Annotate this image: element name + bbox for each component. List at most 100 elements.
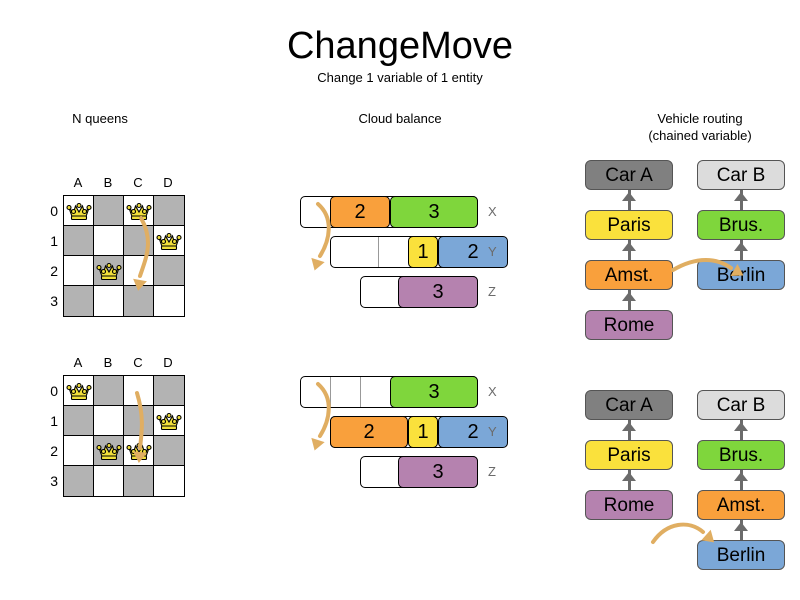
- board-cell-B3[interactable]: [94, 466, 124, 496]
- cloud-computer-label-X: X: [488, 204, 497, 219]
- board-cell-D3[interactable]: [154, 286, 184, 316]
- route-link-arrowhead-icon: [622, 292, 636, 301]
- route-link-arrowhead-icon: [622, 192, 636, 201]
- route-node-carb[interactable]: Car B: [697, 160, 785, 190]
- capacity-divider-X-1: [360, 377, 361, 407]
- board-cell-A1[interactable]: [64, 406, 94, 436]
- queen-piece-C2[interactable]: [126, 441, 152, 463]
- queen-piece-D1[interactable]: [156, 411, 182, 433]
- capacity-divider-Y-0: [378, 237, 379, 267]
- route-node-brus[interactable]: Brus.: [697, 210, 785, 240]
- cloud-computer-label-Y: Y: [488, 424, 497, 439]
- board-cell-A2[interactable]: [64, 256, 94, 286]
- board-cell-B3[interactable]: [94, 286, 124, 316]
- route-node-cara[interactable]: Car A: [585, 390, 673, 420]
- board-column-label-A: A: [73, 355, 83, 370]
- queen-piece-D1[interactable]: [156, 231, 182, 253]
- board-row-label-1: 1: [50, 233, 58, 249]
- cloud-process-Y-2[interactable]: 2: [438, 416, 508, 448]
- section-title-vehicle-routing: Vehicle routing (chained variable): [600, 110, 800, 144]
- board-cell-A2[interactable]: [64, 436, 94, 466]
- cloud-process-X-1[interactable]: 3: [390, 196, 478, 228]
- route-node-cara[interactable]: Car A: [585, 160, 673, 190]
- board-column-label-B: B: [103, 355, 113, 370]
- route-link-arrowhead-icon: [734, 522, 748, 531]
- route-node-paris[interactable]: Paris: [585, 210, 673, 240]
- board-cell-D0[interactable]: [154, 196, 184, 226]
- route-node-rome[interactable]: Rome: [585, 490, 673, 520]
- board-grid: [63, 375, 185, 497]
- board-cell-C2[interactable]: [124, 256, 154, 286]
- cloud-process-Y-1[interactable]: 1: [408, 416, 438, 448]
- route-link-arrowhead-icon: [734, 472, 748, 481]
- queen-piece-B2[interactable]: [96, 261, 122, 283]
- cloud-computer-label-Z: Z: [488, 464, 496, 479]
- board-row-label-0: 0: [50, 203, 58, 219]
- board-cell-D2[interactable]: [154, 256, 184, 286]
- cloud-process-X-0[interactable]: 3: [390, 376, 478, 408]
- queen-piece-A0[interactable]: [66, 201, 92, 223]
- route-node-rome[interactable]: Rome: [585, 310, 673, 340]
- section-title-vehicle-routing-line1: Vehicle routing: [657, 111, 743, 126]
- board-row-label-3: 3: [50, 473, 58, 489]
- board-column-label-A: A: [73, 175, 83, 190]
- route-link-arrowhead-icon: [734, 242, 748, 251]
- route-node-berlin[interactable]: Berlin: [697, 540, 785, 570]
- board-cell-B1[interactable]: [94, 226, 124, 256]
- board-column-label-D: D: [163, 355, 173, 370]
- board-cell-B0[interactable]: [94, 376, 124, 406]
- route-node-amst[interactable]: Amst.: [697, 490, 785, 520]
- route-link-arrowhead-icon: [622, 422, 636, 431]
- section-title-vehicle-routing-line2: (chained variable): [648, 128, 752, 143]
- route-link-arrowhead-icon: [734, 422, 748, 431]
- board-cell-D2[interactable]: [154, 436, 184, 466]
- cloud-process-Y-0[interactable]: 1: [408, 236, 438, 268]
- cloud-computer-label-Y: Y: [488, 244, 497, 259]
- board-cell-D0[interactable]: [154, 376, 184, 406]
- board-cell-D3[interactable]: [154, 466, 184, 496]
- board-cell-C0[interactable]: [124, 376, 154, 406]
- board-cell-A3[interactable]: [64, 286, 94, 316]
- route-node-paris[interactable]: Paris: [585, 440, 673, 470]
- section-title-cloud-balance: Cloud balance: [358, 111, 442, 126]
- page-title: ChangeMove: [286, 25, 514, 67]
- board-column-label-C: C: [133, 175, 143, 190]
- board-cell-B1[interactable]: [94, 406, 124, 436]
- cloud-process-Y-1[interactable]: 2: [438, 236, 508, 268]
- board-row-label-1: 1: [50, 413, 58, 429]
- board-cell-C3[interactable]: [124, 466, 154, 496]
- cloud-computer-label-Z: Z: [488, 284, 496, 299]
- route-node-carb[interactable]: Car B: [697, 390, 785, 420]
- board-cell-C3[interactable]: [124, 286, 154, 316]
- route-node-amst[interactable]: Amst.: [585, 260, 673, 290]
- queen-piece-B2[interactable]: [96, 441, 122, 463]
- board-row-label-3: 3: [50, 293, 58, 309]
- board-cell-C1[interactable]: [124, 406, 154, 436]
- route-link-arrowhead-icon: [622, 242, 636, 251]
- cloud-process-X-0[interactable]: 2: [330, 196, 390, 228]
- board-grid: [63, 195, 185, 317]
- board-cell-A1[interactable]: [64, 226, 94, 256]
- route-link-arrowhead-icon: [734, 192, 748, 201]
- cloud-process-Z-0[interactable]: 3: [398, 456, 478, 488]
- board-cell-A3[interactable]: [64, 466, 94, 496]
- board-column-label-D: D: [163, 175, 173, 190]
- queen-piece-C0[interactable]: [126, 201, 152, 223]
- board-cell-C1[interactable]: [124, 226, 154, 256]
- cloud-process-Y-0[interactable]: 2: [330, 416, 408, 448]
- board-cell-B0[interactable]: [94, 196, 124, 226]
- queen-piece-A0[interactable]: [66, 381, 92, 403]
- route-node-brus[interactable]: Brus.: [697, 440, 785, 470]
- route-node-berlin[interactable]: Berlin: [697, 260, 785, 290]
- cloud-process-Z-0[interactable]: 3: [398, 276, 478, 308]
